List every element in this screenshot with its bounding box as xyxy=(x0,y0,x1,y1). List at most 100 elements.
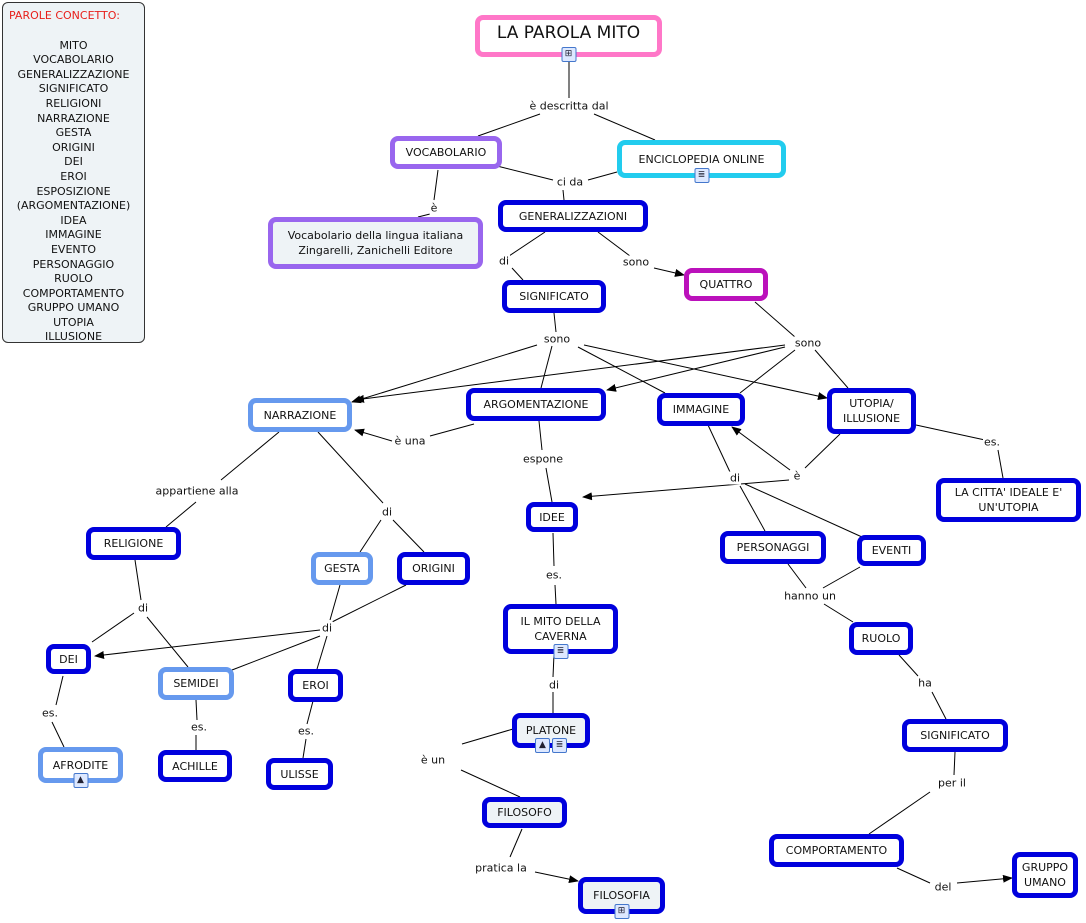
concept-node-filosofo[interactable]: FILOSOFO xyxy=(482,797,567,828)
concept-node-personaggi[interactable]: PERSONAGGI xyxy=(720,531,826,564)
concept-node-enciclopedia[interactable]: ENCICLOPEDIA ONLINE≣ xyxy=(617,140,786,183)
concept-node-idee[interactable]: IDEE xyxy=(526,502,578,532)
linked-document-icon[interactable]: ≣ xyxy=(694,168,709,183)
arrow-connector xyxy=(354,428,393,442)
concept-label: GENERALIZZAZIONI xyxy=(518,209,628,223)
link-phrase: es. xyxy=(297,724,315,738)
concept-node-afrodite[interactable]: AFRODITE▲ xyxy=(38,747,123,788)
connector-line xyxy=(552,532,555,567)
arrow-connector xyxy=(351,344,538,404)
linked-map-icon[interactable]: ⊞ xyxy=(561,47,576,62)
concept-node-achille[interactable]: ACHILLE xyxy=(158,750,232,782)
concept-node-narrazione[interactable]: NARRAZIONE xyxy=(248,398,352,432)
concept-node-dei[interactable]: DEI xyxy=(46,644,91,674)
connector-line xyxy=(317,431,384,504)
concept-node-origini[interactable]: ORIGINI xyxy=(397,552,470,585)
link-phrase: es. xyxy=(983,435,1001,449)
connector-line xyxy=(577,346,666,394)
connector-line xyxy=(508,231,546,257)
concept-node-utopia[interactable]: UTOPIA/ ILLUSIONE xyxy=(827,388,916,434)
linked-document-icon[interactable]: ≣ xyxy=(553,644,568,659)
legend-item: MITO xyxy=(59,38,88,52)
concept-node-generalizzazioni[interactable]: GENERALIZZAZIONI xyxy=(498,200,648,232)
connector-line xyxy=(429,423,475,437)
concept-node-filosofia[interactable]: FILOSOFIA⊞ xyxy=(578,877,665,919)
connector-line xyxy=(55,675,64,706)
concept-node-eventi[interactable]: EVENTI xyxy=(857,535,926,566)
concept-label: COMPORTAMENTO xyxy=(785,844,888,857)
concept-label: ORIGINI xyxy=(412,562,455,575)
concept-node-gesta[interactable]: GESTA xyxy=(311,552,373,585)
connector-line xyxy=(540,345,553,389)
connector-line xyxy=(165,501,197,528)
concept-label: PERSONAGGI xyxy=(736,541,810,554)
concept-node-quattro[interactable]: QUATTRO xyxy=(684,268,768,301)
concept-label: GESTA xyxy=(324,562,360,575)
concept-node-gruppo-umano[interactable]: GRUPPO UMANO xyxy=(1012,852,1078,898)
link-phrase: è descritta dal xyxy=(528,99,610,113)
connector-line xyxy=(231,635,321,671)
concept-node-religione[interactable]: RELIGIONE xyxy=(86,527,181,560)
arrow-connector xyxy=(94,629,321,659)
legend-item: GRUPPO UMANO xyxy=(27,301,120,315)
connector-line xyxy=(868,791,931,835)
link-phrase: è un xyxy=(419,753,447,767)
concept-label: LA CITTA' IDEALE E' UN'UTOPIA xyxy=(954,486,1063,514)
concept-node-significato[interactable]: SIGNIFICATO xyxy=(502,280,606,313)
concept-node-la-citta[interactable]: LA CITTA' IDEALE E' UN'UTOPIA xyxy=(936,478,1081,522)
connector-line xyxy=(597,231,631,257)
link-phrase: sono xyxy=(621,255,651,269)
concept-node-ulisse[interactable]: ULISSE xyxy=(266,758,333,790)
concept-node-semidei[interactable]: SEMIDEI xyxy=(158,667,234,700)
concept-label: UTOPIA/ ILLUSIONE xyxy=(842,397,901,425)
concept-node-mito-caverna[interactable]: IL MITO DELLA CAVERNA≣ xyxy=(503,604,618,659)
concept-node-eroi[interactable]: EROI xyxy=(288,669,343,702)
concept-node-ruolo[interactable]: RUOLO xyxy=(849,622,913,655)
link-phrase: di xyxy=(136,601,150,615)
connector-line xyxy=(896,867,931,884)
link-phrase: es. xyxy=(545,568,563,582)
legend-item: IMMAGINE xyxy=(45,228,102,242)
link-phrase: di xyxy=(497,254,511,268)
legend-item: RELIGIONI xyxy=(45,96,102,110)
linked-document-icon[interactable]: ≣ xyxy=(552,738,567,753)
concept-label: Vocabolario della lingua italiana Zingar… xyxy=(287,229,464,257)
link-phrase: del xyxy=(933,880,953,894)
connector-line xyxy=(554,584,557,605)
connector-line xyxy=(392,519,425,553)
linked-map-icon[interactable]: ⊞ xyxy=(614,904,629,919)
connector-line xyxy=(898,654,919,677)
connector-line xyxy=(931,691,947,720)
concept-label: RUOLO xyxy=(861,632,901,645)
connector-line xyxy=(814,349,849,389)
legend-item: (ARGOMENTAZIONE) xyxy=(16,199,131,213)
concept-label: IL MITO DELLA CAVERNA xyxy=(520,615,601,643)
concept-node-vocabolario[interactable]: VOCABOLARIO xyxy=(390,136,502,169)
connector-line xyxy=(593,113,656,141)
concept-node-vocab-desc[interactable]: Vocabolario della lingua italiana Zingar… xyxy=(268,217,483,269)
link-phrase: appartiene alla xyxy=(154,484,240,498)
connector-line xyxy=(477,113,541,137)
link-phrase: è una xyxy=(393,434,427,448)
concept-node-argomentazione[interactable]: ARGOMENTAZIONE xyxy=(466,388,606,421)
arrow-connector xyxy=(956,874,1013,884)
link-phrase: di xyxy=(380,505,394,519)
arrow-connector xyxy=(606,346,786,392)
link-phrase: per il xyxy=(937,776,967,790)
legend-item: PERSONAGGIO xyxy=(32,257,115,271)
arrow-connector xyxy=(653,267,685,277)
concept-label: DEI xyxy=(59,652,78,666)
concept-node-platone[interactable]: PLATONE▲≣ xyxy=(512,713,590,753)
connector-line xyxy=(331,584,407,623)
legend-title: PAROLE CONCETTO: xyxy=(9,9,120,22)
concept-node-immagine[interactable]: IMMAGINE xyxy=(657,393,745,426)
linked-image-icon[interactable]: ▲ xyxy=(535,738,550,753)
concept-label: LA PAROLA MITO xyxy=(496,22,641,43)
connector-line xyxy=(302,738,307,759)
concept-node-title[interactable]: LA PAROLA MITO ⊞ xyxy=(475,15,662,62)
linked-image-icon[interactable]: ▲ xyxy=(73,773,88,788)
concept-node-significato2[interactable]: SIGNIFICATO xyxy=(902,719,1008,752)
concept-node-comportamento[interactable]: COMPORTAMENTO xyxy=(769,834,904,867)
connector-line xyxy=(433,169,439,201)
